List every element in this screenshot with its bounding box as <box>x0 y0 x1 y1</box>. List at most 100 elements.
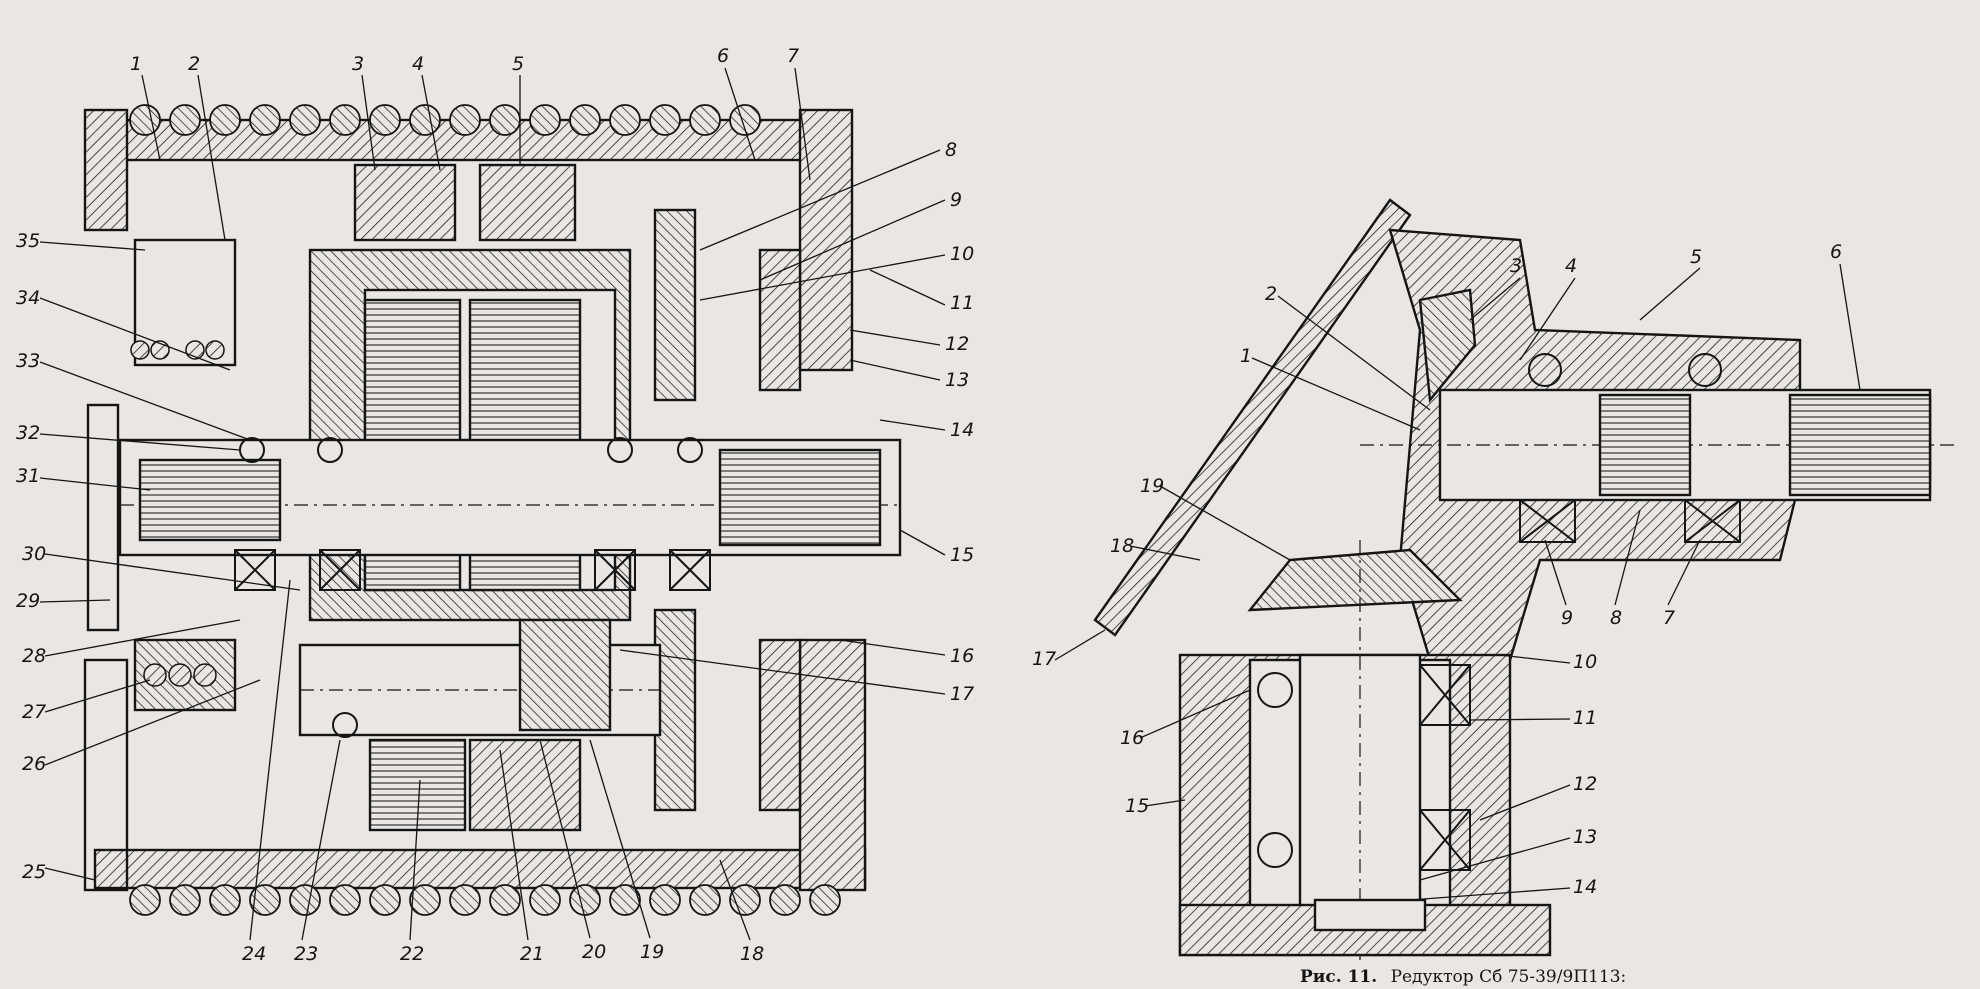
leader-line <box>249 579 291 941</box>
label-left-19: 19 <box>640 941 664 963</box>
label-left-13: 13 <box>945 369 969 391</box>
leader-line <box>301 739 341 941</box>
leader-line <box>724 67 756 161</box>
label-left-2: 2 <box>188 53 200 75</box>
leader-line <box>849 329 941 346</box>
label-left-23: 23 <box>294 943 318 965</box>
label-left-22: 22 <box>400 943 424 965</box>
right-drawing <box>1093 198 1955 960</box>
leader-line <box>1139 689 1251 739</box>
leader-line <box>421 74 441 171</box>
caption-text: Редуктор Сб 75-39/9П113: <box>1391 967 1627 987</box>
label-right-12: 12 <box>1573 773 1597 795</box>
leader-line <box>1129 545 1201 561</box>
label-left-7: 7 <box>787 45 799 67</box>
label-left-16: 16 <box>950 645 974 667</box>
caption-prefix: Рис. 11. <box>1300 967 1377 987</box>
leader-line <box>1639 267 1701 321</box>
leader-line <box>141 74 161 161</box>
leader-line <box>39 433 241 451</box>
leader-line <box>589 739 651 939</box>
leader-line <box>719 859 751 941</box>
leader-line <box>1469 718 1571 721</box>
label-left-29: 29 <box>16 590 40 612</box>
leader-line <box>39 361 251 441</box>
leader-line <box>794 67 811 181</box>
leader-line <box>44 619 241 657</box>
label-left-33: 33 <box>16 350 40 372</box>
label-left-21: 21 <box>520 943 544 965</box>
label-right-19: 19 <box>1140 475 1164 497</box>
leader-line <box>197 74 226 241</box>
leader-line <box>1144 799 1186 807</box>
label-right-17: 17 <box>1032 648 1056 670</box>
label-right-13: 13 <box>1573 826 1597 848</box>
label-left-24: 24 <box>242 943 266 965</box>
leader-line <box>1839 263 1861 391</box>
label-left-30: 30 <box>22 543 46 565</box>
leader-line <box>1409 887 1571 901</box>
leader-line <box>1251 357 1421 431</box>
label-left-3: 3 <box>352 53 364 75</box>
leader-line <box>1519 277 1576 361</box>
label-left-35: 35 <box>16 230 40 252</box>
leader-line <box>1469 277 1521 321</box>
leader-line <box>1159 485 1291 561</box>
label-right-8: 8 <box>1610 607 1622 629</box>
leader-line <box>499 749 529 941</box>
leader-line <box>619 649 946 695</box>
left-labels: 1 2 3 4 5 6 7 8 9 10 11 12 13 14 15 16 1… <box>16 45 974 965</box>
leader-line <box>39 477 151 491</box>
label-left-15: 15 <box>950 544 974 566</box>
label-left-10: 10 <box>950 243 974 265</box>
label-right-10: 10 <box>1573 651 1597 673</box>
leader-line <box>759 199 946 281</box>
label-left-27: 27 <box>22 701 46 723</box>
label-right-18: 18 <box>1110 535 1134 557</box>
label-left-14: 14 <box>950 419 974 441</box>
label-right-7: 7 <box>1663 607 1675 629</box>
leader-line <box>1277 295 1431 411</box>
leader-line <box>409 779 421 941</box>
leader-line <box>44 867 96 881</box>
label-left-18: 18 <box>740 943 764 965</box>
label-right-11: 11 <box>1573 707 1597 729</box>
label-right-4: 4 <box>1565 255 1577 277</box>
leader-lines <box>39 67 1861 941</box>
label-left-32: 32 <box>16 422 40 444</box>
leader-line <box>39 297 231 371</box>
label-right-3: 3 <box>1510 255 1522 277</box>
label-left-25: 25 <box>22 861 46 883</box>
label-left-4: 4 <box>412 53 424 75</box>
label-right-9: 9 <box>1561 607 1573 629</box>
label-left-1: 1 <box>130 53 142 75</box>
right-labels: 1 2 3 4 5 6 7 8 9 10 11 12 13 14 15 16 1… <box>1032 241 1842 898</box>
label-left-11: 11 <box>950 292 974 314</box>
leader-line <box>699 254 946 301</box>
label-left-17: 17 <box>950 683 974 705</box>
leader-line <box>44 679 261 766</box>
label-left-9: 9 <box>950 189 962 211</box>
label-left-28: 28 <box>22 645 46 667</box>
label-right-6: 6 <box>1830 241 1842 263</box>
leader-line <box>39 241 146 251</box>
leader-line <box>1544 539 1567 606</box>
leader-line <box>44 679 151 713</box>
left-drawing <box>83 104 902 916</box>
leader-line <box>1479 784 1571 821</box>
label-right-14: 14 <box>1573 876 1597 898</box>
leader-line <box>839 639 946 656</box>
label-right-1: 1 <box>1240 345 1252 367</box>
leader-line <box>361 74 376 171</box>
leader-line <box>1667 539 1701 606</box>
figure-caption: Рис. 11. Редуктор Сб 75-39/9П113: <box>1300 967 1626 987</box>
label-left-34: 34 <box>16 287 40 309</box>
label-right-15: 15 <box>1125 795 1149 817</box>
leader-line <box>1614 509 1641 606</box>
leader-line <box>1419 837 1571 881</box>
leader-line <box>869 269 946 306</box>
leader-line <box>1054 629 1106 661</box>
leader-line <box>539 739 591 939</box>
